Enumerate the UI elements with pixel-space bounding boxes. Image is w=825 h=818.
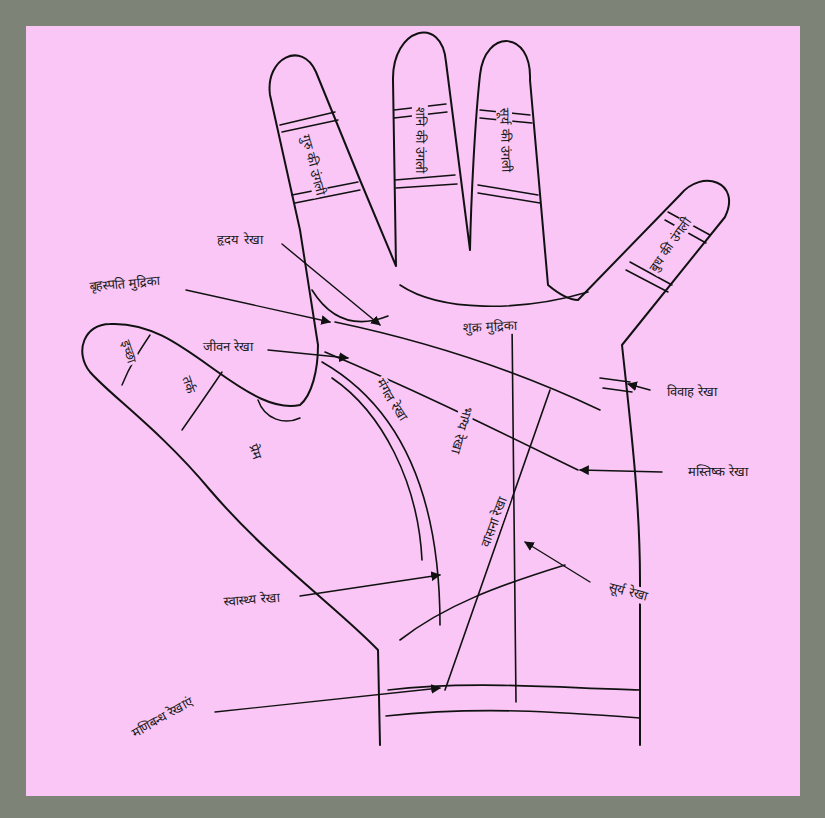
line-label: विवाह रेखा [665, 384, 719, 400]
hand-outline [82, 33, 729, 745]
line-label: जीवन रेखा [201, 339, 255, 355]
palm-lines [312, 285, 640, 718]
finger-creases [122, 104, 710, 430]
line-label: सूर्य की उंगली [496, 106, 514, 175]
leader-arrows [186, 244, 662, 712]
line-label: शुक्र मुद्रिका [461, 318, 520, 337]
pink-panel [26, 26, 800, 796]
line-label: हृदय रेखा [215, 232, 264, 248]
line-label: मस्तिष्क रेखा [686, 464, 750, 480]
line-label: शनि की उंगली [412, 105, 428, 175]
